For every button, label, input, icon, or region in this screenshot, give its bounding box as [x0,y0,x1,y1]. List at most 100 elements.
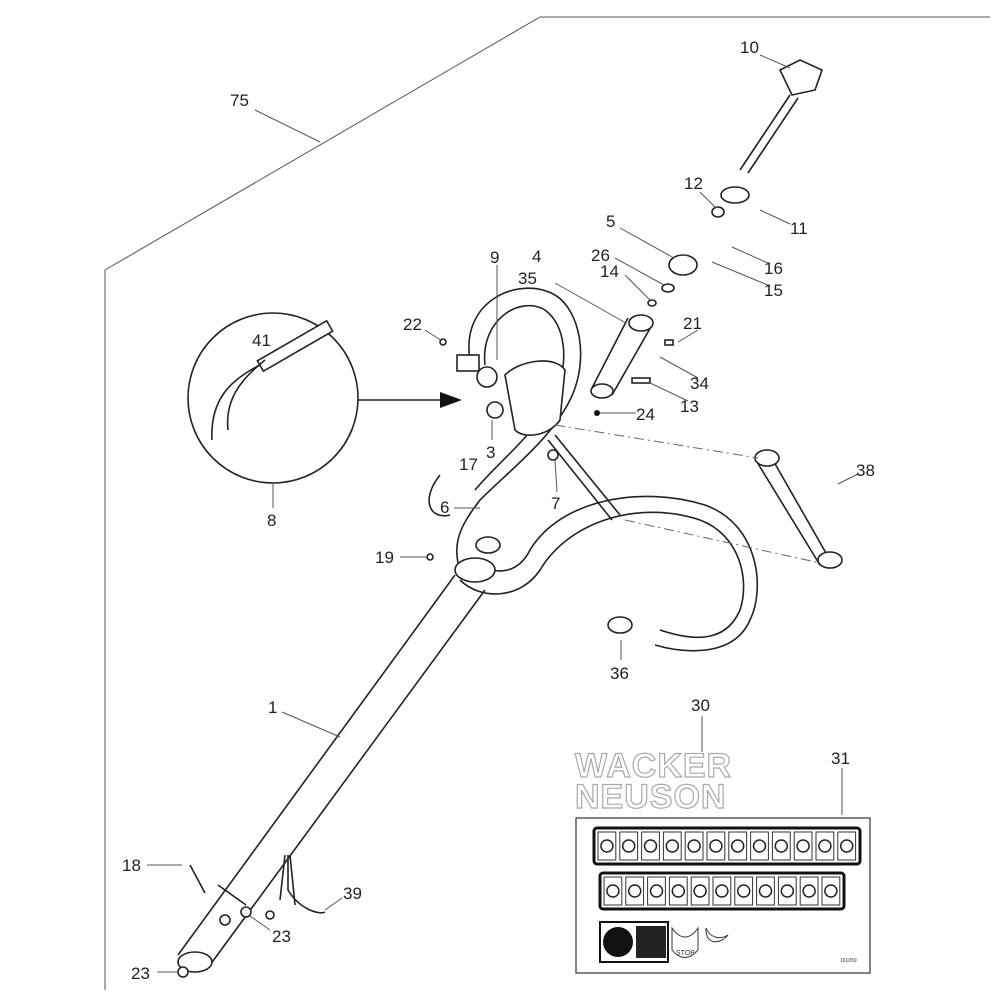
decal-symbol-icon [796,839,810,853]
callout-26: 26 [591,246,610,265]
upper-handle [428,287,582,583]
decal-symbol-cell [625,876,645,906]
decal-symbol-cell [706,831,726,861]
wire-harness [177,854,326,978]
clip-decal [705,927,729,943]
decal-symbol-cell [690,876,710,906]
decal-symbol-cell [777,876,797,906]
tube-35 [426,59,823,561]
decal-symbol-cell [728,831,748,861]
decal-symbol-icon [818,839,832,853]
decal-symbol-cell [771,831,791,861]
callout-16: 16 [764,259,783,278]
stop-text: STOP [676,950,695,957]
grip-38 [554,424,843,569]
switch-part [476,366,498,388]
callout-3: 3 [486,443,495,462]
decal-symbol-icon [752,839,767,853]
callout-13: 13 [680,397,699,416]
callouts: 75 10 12 11 5 16 15 26 14 4 35 9 22 21 3… [122,38,875,983]
decal-symbol-icon [627,884,642,898]
decal-symbol-icon [671,884,686,898]
callout-10: 10 [740,38,759,57]
decal-symbol-icon [774,839,789,853]
callout-75: 75 [230,91,249,110]
control-decal-1 [592,826,862,866]
callout-22: 22 [403,315,422,334]
decal-symbol-cell [619,831,639,861]
callout-36: 36 [610,664,629,683]
wacker-neuson-logo: WACKER NEUSON [574,746,732,816]
decal-symbol-icon [802,884,816,898]
decal-sheet: STOP 161059 [575,817,871,974]
callout-6: 6 [440,498,449,517]
arrow-icon [440,392,462,408]
callout-12: 12 [684,174,703,193]
callout-11: 11 [790,219,808,238]
decal-symbol-cell [641,831,660,861]
callout-21: 21 [683,314,702,333]
callout-39: 39 [343,884,362,903]
callout-8: 8 [267,511,276,530]
decal-symbol-cell [756,876,775,906]
callout-7: 7 [551,494,560,513]
decal-symbol-cell [815,831,835,861]
decal-symbol-icon [736,884,751,898]
hearing-protection-icon [603,927,633,957]
decal-symbol-icon [709,839,723,853]
svg-text:WACKER: WACKER [575,747,732,785]
detail-view-circle [187,312,462,484]
decal-symbol-icon [824,884,838,898]
callout-19: 19 [375,548,394,567]
decal-symbol-icon [649,884,664,898]
decal-symbol-cell [603,876,623,906]
callout-5: 5 [606,212,615,231]
decal-symbol-icon [758,884,773,898]
assembly-outline [104,16,990,990]
callout-35: 35 [518,269,537,288]
callout-23b: 23 [131,964,150,983]
decal-symbol-cell [734,876,754,906]
callout-1: 1 [268,698,277,717]
decal-symbol-cell [597,831,617,861]
decal-symbol-icon [621,839,636,853]
decal-symbol-icon [839,839,854,853]
decal-symbol-cell [668,876,688,906]
callout-9: 9 [490,248,499,267]
decal-symbol-cell [821,876,841,906]
decal-symbol-cell [647,876,666,906]
decal-symbol-icon [606,884,620,898]
control-plate [504,360,566,436]
callout-23a: 23 [272,927,291,946]
decal-symbol-icon [693,884,707,898]
callout-24: 24 [636,405,655,424]
decal-symbol-icon [780,884,795,898]
decal-symbol-cell [712,876,732,906]
decal-symbol-icon [687,839,701,853]
callout-4: 4 [532,247,541,266]
svg-text:NEUSON: NEUSON [575,778,726,816]
part-3 [486,401,504,419]
drawing-number: 161059 [840,958,857,964]
decal-symbol-cell [799,876,819,906]
callout-34: 34 [690,374,709,393]
main-pole [177,574,486,973]
decal-symbol-icon [665,839,680,853]
callout-38: 38 [856,461,875,480]
handle-bar [459,434,759,652]
stop-decal [671,926,699,958]
decal-symbol-icon [715,884,729,898]
callout-30: 30 [691,696,710,715]
decal-symbol-cell [750,831,769,861]
callout-15: 15 [764,281,783,300]
callout-18: 18 [122,856,141,875]
decal-symbol-cell [837,831,857,861]
decal-symbol-icon [730,839,745,853]
knob [778,59,823,96]
decal-symbol-cell [793,831,813,861]
decal-symbol-cell [684,831,704,861]
decal-symbol-icon [600,839,614,853]
callout-31: 31 [831,749,850,768]
decal-symbol-icon [643,839,658,853]
